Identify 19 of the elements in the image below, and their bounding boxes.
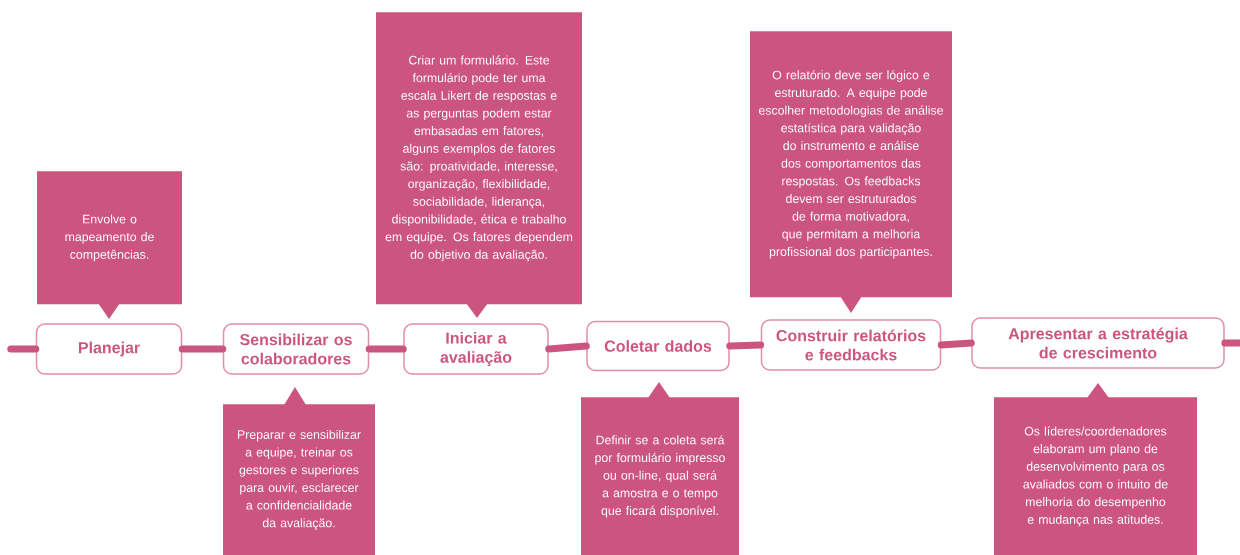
step-box: Construir relatórios e feedbacks — [760, 319, 942, 371]
step-box: Apresentar a estratégia de crescimento — [971, 317, 1225, 369]
callout-box: O relatório deve ser lógico e estruturado. A equipe pode escolher metodologias de análise estatística para validação do instrumento e análise dos comportamentos das respostas. Os feedbacks devem ser estruturados de forma motivadora, que permitam a melhoria profissional dos participantes. — [750, 31, 952, 313]
callout-box: Criar um formulário. Este formulário pode ter uma escala Likert de respostas e as perguntas podem estar embasadas em fatores, alguns exemplos de fatores são: proatividade, interesse, organização, flexibilidade, sociabilidade, liderança, disponibilidade, ética e trabalho em equipe. Os fatores dependem do objetivo da avaliação. — [376, 12, 582, 318]
timeline-segment — [178, 345, 227, 353]
timeline-segment — [545, 342, 590, 353]
step-box: Planejar — [35, 323, 183, 375]
callout-box: Envolve o mapeamento de competências. — [37, 171, 182, 319]
step-box: Coletar dados — [586, 320, 730, 372]
timeline-segment — [1221, 339, 1240, 347]
timeline-segment — [365, 345, 407, 353]
timeline-segment — [726, 341, 765, 350]
callout-box: Definir se a coleta será por formulário impresso ou on-line, qual será a amostra e o tempo que ficará disponível. — [581, 382, 739, 555]
timeline-segment — [7, 345, 40, 353]
step-box: Sensibilizar os colaboradores — [222, 323, 370, 375]
step-box: Iniciar a avaliação — [403, 323, 549, 375]
timeline-segment — [937, 339, 975, 349]
callout-box: Preparar e sensibilizar a equipe, treinar os gestores e superiores para ouvir, esclarecer a confidencialidade da avaliação. — [223, 387, 375, 555]
callout-box: Os líderes/coordenadores elaboram um plano de desenvolvimento para os avaliados com o intuito de melhoria do desempenho e mudança nas atitudes. — [994, 383, 1197, 555]
